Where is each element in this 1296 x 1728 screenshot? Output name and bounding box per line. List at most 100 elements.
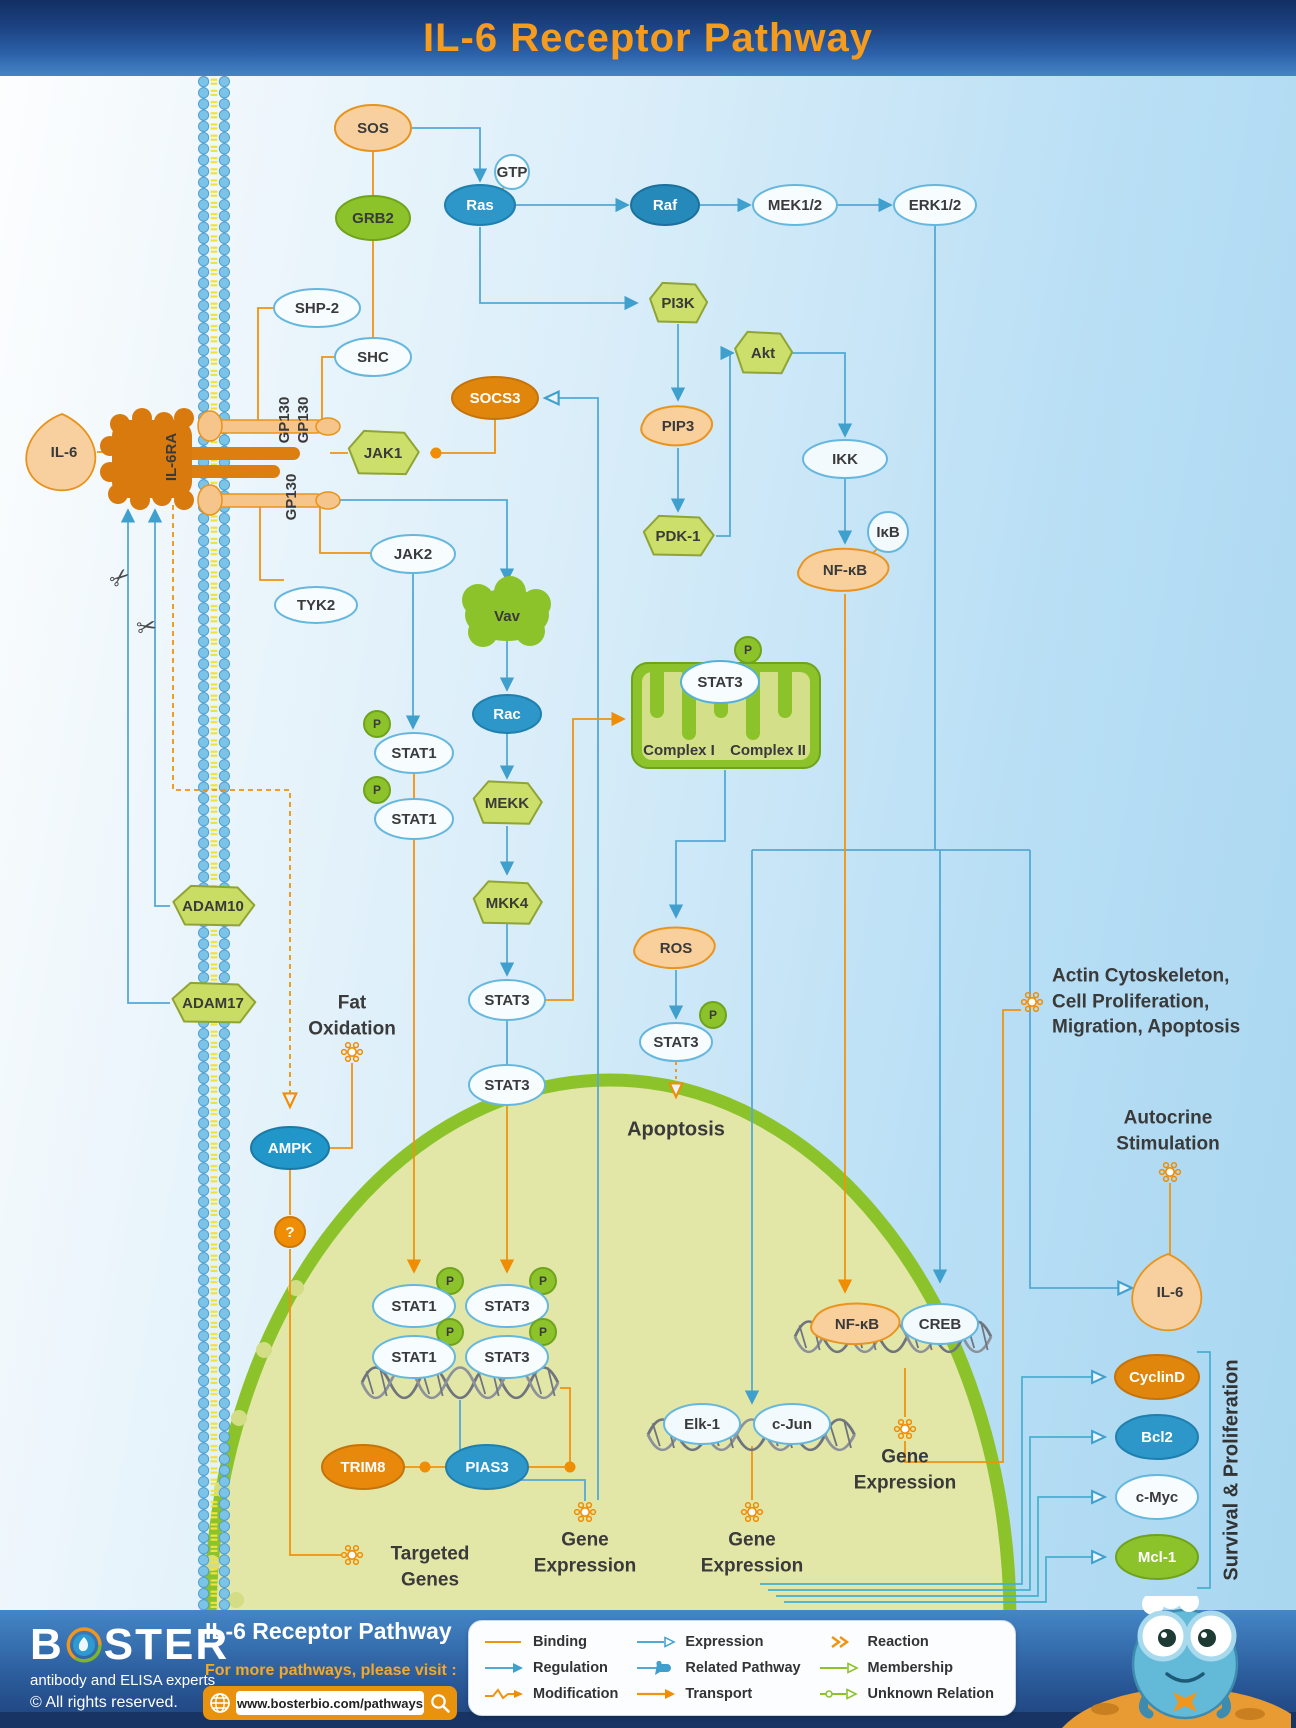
- p-badge: [363, 710, 391, 738]
- label-il6-autocrine: IL-6: [1157, 1284, 1184, 1301]
- svg-text:✂: ✂: [104, 561, 137, 595]
- node-cjun: [753, 1403, 831, 1445]
- label-mkk4: MKK4: [486, 895, 529, 912]
- p-badge: [436, 1318, 464, 1346]
- legend-binding-icon: [485, 1641, 521, 1643]
- node-tyk2: [274, 586, 358, 624]
- gene-icon-actin: [1020, 991, 1044, 1013]
- node-ampk: [250, 1126, 330, 1170]
- label-stat3-complex: STAT3: [697, 674, 742, 691]
- label-stat3-a: STAT3: [484, 992, 529, 1009]
- node-cyclind: [1114, 1354, 1200, 1400]
- node-mcl1: [1115, 1534, 1199, 1580]
- node-stat3-a: [468, 979, 546, 1021]
- legend-modification-icon: [485, 1688, 523, 1700]
- label-tyk2: TYK2: [297, 597, 335, 614]
- node-sos: [334, 104, 412, 152]
- node-gtp: [494, 154, 530, 190]
- node-trim8: [321, 1444, 405, 1490]
- node-ikb: [867, 511, 909, 553]
- p-badge: [363, 776, 391, 804]
- gene-icon-fat-oxidation: [340, 1041, 364, 1063]
- node-shp2: [273, 288, 361, 328]
- label-complex1: Complex I: [643, 742, 715, 759]
- header-banner: IL-6 Receptor Pathway: [0, 0, 1296, 76]
- mascot: [1061, 1596, 1291, 1728]
- cell-membrane: [196, 76, 232, 1612]
- label-p: P: [539, 1325, 547, 1339]
- label-gtp: GTP: [497, 164, 528, 181]
- legend-item-regulation: Regulation: [483, 1655, 625, 1681]
- url-bar[interactable]: www.bosterbio.com/pathways: [203, 1686, 457, 1720]
- label-adam17: ADAM17: [182, 995, 244, 1012]
- survival-expression-lines: [760, 1351, 1211, 1603]
- legend-reaction-icon: [830, 1636, 849, 1648]
- search-icon[interactable]: [429, 1692, 451, 1714]
- label-stat3-nuc2: STAT3: [484, 1349, 529, 1366]
- node-stat3-nuc2: [465, 1335, 549, 1379]
- label-vav: Vav: [494, 608, 521, 625]
- legend-regulation-icon: [485, 1663, 523, 1673]
- node-rac: [472, 694, 542, 734]
- gene-icon-autocrine: [1158, 1161, 1182, 1183]
- label-creb: CREB: [919, 1316, 962, 1333]
- node-stat1-nuc1: [372, 1284, 456, 1328]
- footer-pathway-title: IL-6 Receptor Pathway: [205, 1618, 452, 1644]
- il6ra-receptor: [100, 408, 194, 510]
- label-stat1-b: STAT1: [391, 811, 436, 828]
- receptor-complex: [25, 408, 341, 516]
- label-ras: Ras: [466, 197, 494, 214]
- label-nfkb-nuc: NF-κB: [835, 1316, 879, 1333]
- label-il6: IL-6: [51, 444, 78, 461]
- brand-letter-b: B: [30, 1620, 64, 1669]
- legend-related-pathway-icon: [637, 1660, 672, 1675]
- page-title: IL-6 Receptor Pathway: [422, 15, 873, 60]
- node-elk1: [663, 1403, 741, 1445]
- label-jak2: JAK2: [394, 546, 432, 563]
- label-ampk: AMPK: [268, 1140, 312, 1157]
- label-p: P: [539, 1274, 547, 1288]
- label-shc: SHC: [357, 349, 389, 366]
- label-bcl2: Bcl2: [1141, 1429, 1173, 1446]
- annotation-apoptosis: Apoptosis: [627, 1118, 725, 1141]
- node-bcl2: [1115, 1414, 1199, 1460]
- label-cyclind: CyclinD: [1129, 1369, 1185, 1386]
- label-p: P: [744, 643, 752, 657]
- node-vav: [462, 576, 551, 647]
- label-shp2: SHP-2: [295, 300, 339, 317]
- label-gp130-2: GP130: [295, 397, 312, 444]
- label-rac: Rac: [493, 706, 521, 723]
- label-ros: ROS: [660, 940, 693, 957]
- p-badge: [436, 1267, 464, 1295]
- legend-item-unknown-relation: Unknown Relation: [818, 1681, 1001, 1707]
- label-p: P: [446, 1325, 454, 1339]
- cleavage-scissors: ✂ ✂: [104, 561, 159, 642]
- label-p: P: [373, 783, 381, 797]
- label-mekk: MEKK: [485, 795, 529, 812]
- node-stat1-b: [374, 798, 454, 840]
- node-socs3: [451, 376, 539, 420]
- label-il6ra: IL-6RA: [163, 433, 180, 482]
- p-badge: [699, 1001, 727, 1029]
- label-complex2: Complex II: [730, 742, 806, 759]
- copyright: © All rights reserved.: [30, 1694, 178, 1711]
- brand-letters-ster: STER: [103, 1620, 230, 1669]
- label-cmyc: c-Myc: [1136, 1489, 1179, 1506]
- blue-connectors: [120, 127, 1135, 1501]
- boster-logo: B STER antibody and ELISA experts: [30, 1620, 229, 1689]
- annotation-survival-proliferation: Survival & Proliferation: [1220, 1359, 1243, 1581]
- legend-membership-icon: [819, 1662, 859, 1674]
- url-field[interactable]: www.bosterbio.com/pathways: [236, 1691, 424, 1715]
- legend-item-transport: Transport: [635, 1681, 807, 1707]
- label-ikk: IKK: [832, 451, 858, 468]
- label-elk1: Elk-1: [684, 1416, 720, 1433]
- label-gp130-1: GP130: [276, 397, 293, 444]
- label-grb2: GRB2: [352, 210, 394, 227]
- legend-item-related-pathway: Related Pathway: [635, 1655, 807, 1681]
